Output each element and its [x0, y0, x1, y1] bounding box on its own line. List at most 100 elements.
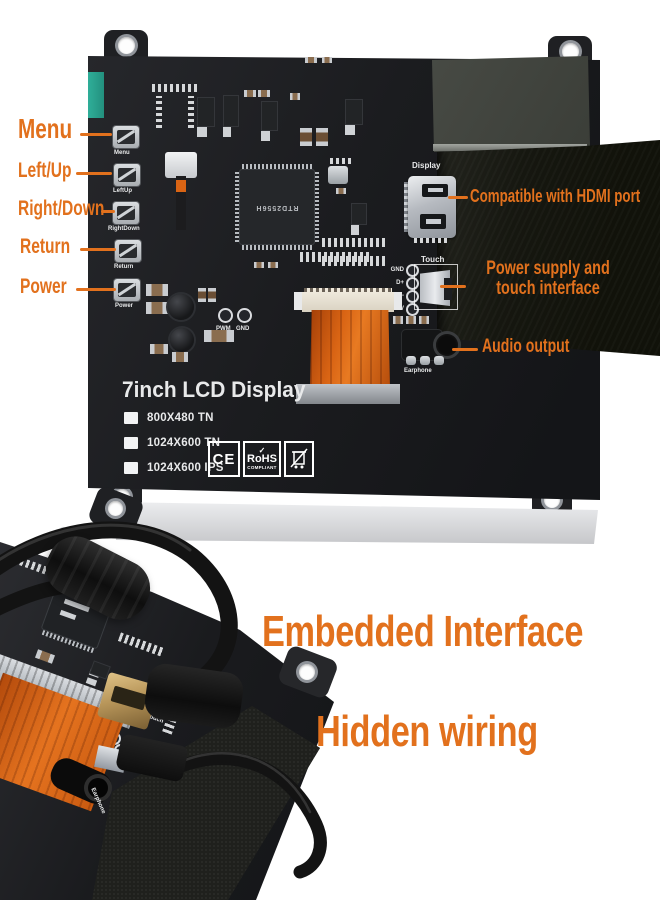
annotation-rightdown: Right/Down — [18, 197, 105, 220]
ce-mark: CE — [208, 441, 240, 477]
capacitor — [393, 316, 403, 324]
resolution-option: 1024X600 TN — [124, 437, 220, 449]
annotation-line — [80, 248, 116, 251]
controller-chip: RTD2556H — [240, 170, 314, 244]
touch-pin-pad — [408, 266, 417, 275]
flex-clamp-bar — [296, 384, 400, 404]
capacitor — [268, 262, 278, 268]
chip-pins — [242, 245, 312, 250]
pwm-pad — [220, 310, 231, 321]
capacitor — [290, 93, 300, 100]
earphone-pad — [420, 356, 430, 365]
resolution-label: 800X480 TN — [147, 412, 214, 424]
rohs-mark: ✓ RoHS COMPLIANT — [243, 441, 281, 477]
mount-hole — [299, 664, 315, 680]
touch-port-silk: Touch — [421, 255, 445, 264]
lcd-flex-cable — [310, 310, 390, 388]
chip-pins — [314, 172, 319, 242]
annotation-hdmi: Compatible with HDMI port — [470, 186, 641, 206]
annotation-power-touch-line2: touch interface — [496, 277, 600, 299]
hdmi-slot-tongue — [426, 219, 441, 224]
hdmi-ridge — [404, 182, 411, 232]
backlight-connector — [165, 152, 197, 178]
annotation-menu: Menu — [18, 113, 73, 144]
earphone-pad — [406, 356, 416, 365]
capacitor — [258, 90, 270, 97]
capacitor — [316, 128, 328, 146]
checkbox — [124, 412, 138, 424]
mount-hole — [108, 501, 123, 516]
earphone-port-silk: Earphone — [404, 368, 432, 374]
headline-embedded-interface: Embedded Interface — [262, 607, 584, 656]
ic-footprint — [156, 96, 162, 128]
annotation-power-touch-line1: Power supply and — [486, 258, 610, 279]
pwm-silk: PWM — [216, 326, 231, 332]
capacitor — [172, 352, 188, 362]
lcd-edge-strip — [112, 502, 598, 544]
hdmi-legs — [414, 238, 448, 243]
ce-text: CE — [212, 450, 236, 468]
annotation-leftup: Left/Up — [18, 159, 72, 182]
ffc-pin-strip — [304, 288, 392, 294]
smd-pads — [330, 158, 352, 164]
earphone-jack-barrel — [436, 334, 458, 356]
menu-button — [113, 126, 139, 148]
touch-pin-pad — [408, 279, 417, 288]
touch-pin-label: GND — [390, 267, 404, 273]
touch-pin-label: 5V — [396, 306, 404, 312]
backlight-flex-orange — [176, 180, 186, 192]
button-silk-return: Return — [114, 264, 134, 270]
inductor-coil — [168, 294, 194, 320]
annotation-line — [448, 196, 468, 199]
rohs-subtext: COMPLIANT — [247, 465, 277, 470]
touch-usb-mouth — [444, 278, 452, 300]
panel-metal-edge — [433, 144, 587, 151]
resistor-array — [322, 238, 386, 247]
capacitor — [204, 330, 234, 342]
resolution-option: 800X480 TN — [124, 412, 214, 424]
board-title-silk: 7inch LCD Display — [122, 377, 306, 402]
chip-marking: RTD2556H — [255, 203, 299, 211]
button-silk-power: Power — [115, 303, 134, 309]
lcd-back-panel — [437, 140, 660, 356]
transistor — [224, 96, 238, 126]
hdmi-slot-tongue — [428, 188, 443, 192]
checkbox-checked — [124, 462, 138, 474]
capacitor — [336, 188, 346, 194]
touch-pin-pad — [408, 305, 417, 314]
annotation-power-touch: Power supply and touch interface — [480, 259, 617, 299]
annotation-line — [76, 172, 112, 175]
gnd-pad — [239, 310, 250, 321]
display-port-silk: Display — [412, 161, 441, 170]
capacitor — [244, 90, 256, 97]
check-icon: ✓ — [258, 446, 266, 455]
leftup-button — [114, 164, 140, 186]
annotation-line — [76, 288, 116, 291]
return-button — [115, 240, 141, 262]
annotation-line — [80, 133, 112, 136]
capacitor — [146, 302, 168, 314]
chip-pins — [235, 172, 240, 242]
annotation-line — [440, 285, 466, 288]
mount-hole — [562, 43, 579, 60]
teal-tape — [88, 72, 104, 118]
power-button — [114, 279, 140, 301]
resolution-option: 1024X600 IPS — [124, 462, 224, 474]
capacitor — [198, 288, 206, 302]
rightdown-button — [113, 202, 139, 224]
smd-pads — [152, 84, 198, 92]
gnd-silk: GND — [236, 326, 250, 332]
transistor — [262, 102, 277, 130]
annotation-return: Return — [20, 235, 71, 258]
annotation-line — [101, 210, 115, 213]
earphone-jack-body — [402, 330, 442, 360]
ffc-connector — [302, 292, 394, 312]
checkbox — [124, 437, 138, 449]
transistor — [352, 204, 366, 224]
lcd-panel-layer — [432, 56, 590, 152]
earphone-pad — [434, 356, 444, 365]
ffc-wing — [394, 292, 402, 310]
resolution-label: 1024X600 TN — [147, 437, 221, 449]
capacitor — [254, 262, 264, 268]
